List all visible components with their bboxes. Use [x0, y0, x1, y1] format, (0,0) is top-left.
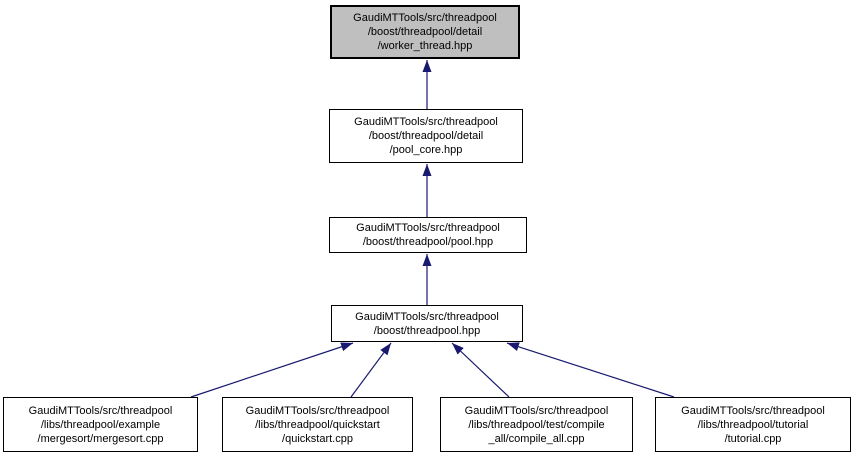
- node-label-line: /pool_core.hpp: [389, 144, 463, 156]
- node-label-line: /mergesort/mergesort.cpp: [37, 432, 164, 445]
- edge-tutorial-to-threadpool: [506, 342, 675, 398]
- graph-node-worker-thread-hpp: GaudiMTTools/src/threadpool /boost/threa…: [330, 5, 520, 59]
- node-label-line: /libs/threadpool/quickstart: [255, 418, 380, 431]
- node-label-line: /quickstart.cpp: [282, 432, 353, 445]
- node-label-line: _all/compile_all.cpp: [488, 432, 585, 445]
- node-label-line: /libs/threadpool/example: [40, 418, 161, 431]
- edge-compile_all-to-threadpool: [451, 342, 510, 398]
- node-label-line: /libs/threadpool/tutorial: [697, 418, 809, 431]
- node-label-line: GaudiMTTools/src/threadpool: [354, 116, 498, 128]
- graph-node-pool-core-hpp[interactable]: GaudiMTTools/src/threadpool /boost/threa…: [329, 109, 523, 163]
- node-label-line: GaudiMTTools/src/threadpool: [245, 404, 390, 417]
- node-label-line: GaudiMTTools/src/threadpool: [681, 404, 825, 417]
- node-label-line: /boost/threadpool/detail: [368, 130, 484, 142]
- graph-node-pool-hpp[interactable]: GaudiMTTools/src/threadpool /boost/threa…: [329, 217, 527, 253]
- node-label-line: GaudiMTTools/src/threadpool: [355, 310, 499, 323]
- node-label-line: GaudiMTTools/src/threadpool: [353, 12, 497, 24]
- node-label-line: GaudiMTTools/src/threadpool: [28, 404, 173, 417]
- graph-node-threadpool-hpp[interactable]: GaudiMTTools/src/threadpool /boost/threa…: [331, 305, 523, 342]
- node-label-line: /worker_thread.hpp: [377, 40, 473, 52]
- node-label-line: /tutorial.cpp: [724, 432, 782, 445]
- graph-node-mergesort-cpp[interactable]: GaudiMTTools/src/threadpool /libs/thread…: [3, 397, 198, 452]
- graph-node-compile-all-cpp[interactable]: GaudiMTTools/src/threadpool /libs/thread…: [440, 397, 633, 452]
- edge-mergesort-to-threadpool: [190, 342, 354, 398]
- node-label-line: /boost/threadpool/detail: [367, 26, 483, 38]
- edge-quickstart-to-threadpool: [350, 342, 392, 398]
- graph-node-tutorial-cpp[interactable]: GaudiMTTools/src/threadpool /libs/thread…: [655, 397, 851, 452]
- node-label-line: /libs/threadpool/test/compile: [468, 418, 605, 431]
- node-label-line: GaudiMTTools/src/threadpool: [464, 404, 609, 417]
- graph-node-quickstart-cpp[interactable]: GaudiMTTools/src/threadpool /libs/thread…: [222, 397, 413, 452]
- node-label-line: /boost/threadpool/pool.hpp: [362, 236, 494, 248]
- node-label-line: GaudiMTTools/src/threadpool: [356, 222, 500, 234]
- node-label-line: /boost/threadpool.hpp: [373, 324, 481, 337]
